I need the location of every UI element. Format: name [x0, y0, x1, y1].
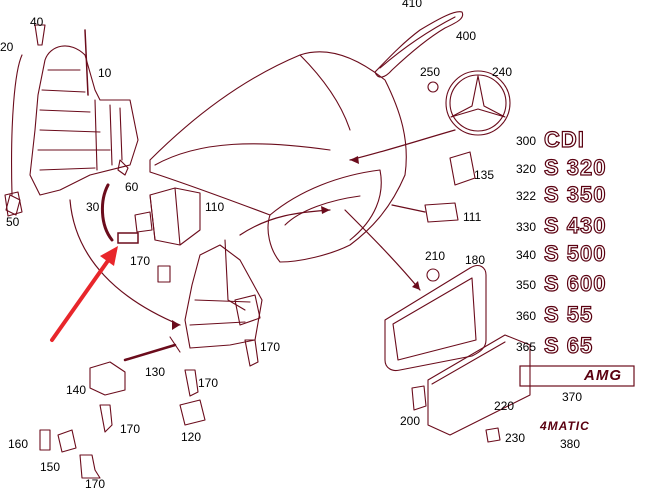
label-part-135: 135 — [474, 168, 495, 182]
label-part-170-e: 170 — [85, 477, 106, 491]
rod-end — [5, 194, 21, 216]
plate-frame — [384, 265, 487, 372]
label-part-60: 60 — [125, 180, 139, 194]
label-part-230: 230 — [505, 431, 526, 445]
cable — [101, 183, 114, 242]
label-part-120: 120 — [181, 430, 202, 444]
clip — [117, 159, 129, 176]
label-part-220: 220 — [494, 399, 515, 413]
light — [449, 151, 476, 186]
emblem-num-350: 350 — [516, 278, 537, 292]
label-part-210: 210 — [425, 249, 446, 263]
badge-4matic: 4MATIC — [540, 419, 590, 433]
trunk-lid — [149, 51, 407, 263]
label-part-111: 111 — [463, 210, 482, 224]
small-parts — [4, 24, 501, 479]
emblem-cdi: CDI — [543, 126, 585, 152]
label-part-180: 180 — [465, 253, 486, 267]
emblem-s500: S 500 — [543, 240, 607, 266]
emblem-s350: S 350 — [543, 181, 607, 207]
latch-assembly — [29, 29, 139, 196]
emblem-num-340: 340 — [516, 248, 537, 262]
label-part-140: 140 — [66, 383, 87, 397]
label-part-170-a: 170 — [130, 254, 151, 268]
label-part-170-d: 170 — [120, 422, 141, 436]
label-part-170-c: 170 — [198, 376, 219, 390]
label-part-410: 410 — [402, 0, 423, 10]
grommet — [427, 81, 439, 93]
emblem-s430: S 430 — [543, 212, 607, 238]
rod — [11, 54, 23, 196]
label-part-240: 240 — [492, 65, 513, 79]
label-part-110: 110 — [205, 200, 225, 214]
emblem-s55: S 55 — [543, 301, 594, 327]
emblem-s320: S 320 — [543, 154, 607, 180]
lock-mechanism — [184, 239, 263, 349]
star-emblem — [445, 70, 511, 136]
emblem-num-300: 300 — [516, 134, 537, 148]
emblem-num-365: 365 — [516, 340, 537, 354]
motor — [134, 187, 201, 246]
highlighted-connector — [117, 232, 139, 244]
label-part-50: 50 — [6, 215, 20, 229]
emblem-num-330: 330 — [516, 220, 537, 234]
nut — [426, 268, 440, 282]
label-part-30: 30 — [86, 200, 100, 214]
license-plate — [427, 334, 531, 436]
emblem-s600: S 600 — [543, 270, 607, 296]
switch — [424, 202, 459, 223]
label-part-170-b: 170 — [260, 340, 281, 354]
emblem-num-320: 320 — [516, 162, 537, 176]
label-part-150: 150 — [40, 460, 61, 474]
trim-strip — [374, 11, 464, 78]
label-part-160: 160 — [8, 437, 29, 451]
emblem-s65: S 65 — [543, 332, 594, 358]
label-part-40: 40 — [30, 15, 44, 29]
label-part-380: 380 — [560, 437, 581, 451]
emblem-num-322: 322 — [516, 189, 537, 203]
leader-lines — [69, 129, 456, 326]
red-pointer-arrow — [50, 246, 118, 342]
label-part-370: 370 — [562, 390, 583, 404]
label-part-130: 130 — [145, 365, 166, 379]
label-part-250: 250 — [420, 65, 441, 79]
badge-amg: AMG — [584, 367, 622, 384]
amg-badge-frame — [519, 365, 635, 387]
label-part-20: 20 — [0, 40, 14, 54]
label-part-400: 400 — [456, 29, 477, 43]
emblem-num-360: 360 — [516, 309, 537, 323]
label-part-10: 10 — [98, 66, 112, 80]
label-part-200: 200 — [400, 414, 421, 428]
